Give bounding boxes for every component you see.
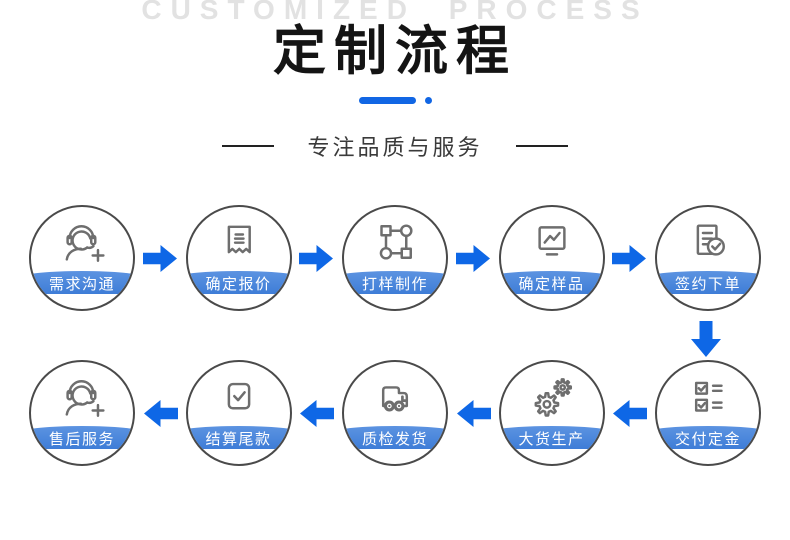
step-circle: 确定报价 [185,205,292,311]
step-circle: 签约下单 [655,205,761,311]
watermark-text: CUSTOMIZED PROCESS [141,0,649,25]
receipt-icon [212,215,266,269]
arrow-left-icon [456,399,491,428]
arrow-left-icon [612,399,648,428]
arrow-down-icon [690,321,722,358]
process-step: 售后服务 [29,360,135,466]
delivery-truck-icon [368,370,422,424]
contract-check-icon [681,215,735,269]
subtitle: 专注品质与服务 [0,130,790,162]
arrow-right-icon [455,244,491,273]
step-label: 确定样品 [500,271,603,294]
sample-monitor-icon [525,215,579,269]
gears-icon [525,370,579,424]
customer-service-icon [55,370,109,424]
prototype-nodes-icon [368,215,422,269]
arrow-left-icon [143,399,178,428]
step-circle: 确定样品 [498,205,605,311]
step-circle: 质检发货 [342,360,448,466]
checkbox-check-icon [212,370,266,424]
deposit-checklist-icon [681,370,735,424]
step-label: 售后服务 [31,426,133,449]
process-step: 质检发货 [342,360,448,466]
step-circle: 售后服务 [29,360,135,466]
process-step: 签约下单 [655,205,761,311]
customer-service-icon [55,215,109,269]
step-label: 签约下单 [657,271,759,294]
step-circle: 交付定金 [655,360,761,466]
process-step: 交付定金 [655,360,761,466]
page-title: 定制流程 [273,22,517,81]
process-step: 大货生产 [498,360,605,466]
title-divider [0,97,790,104]
arrow-right-icon [142,244,178,273]
process-step: 确定样品 [498,205,605,311]
process-step: 结算尾款 [185,360,292,466]
step-circle: 打样制作 [342,205,448,311]
subtitle-line-right [515,145,568,147]
divider-line [358,97,416,104]
step-label: 需求沟通 [31,271,133,294]
step-circle: 结算尾款 [185,360,292,466]
step-circle: 大货生产 [498,360,605,466]
step-label: 大货生产 [500,426,603,449]
process-step: 确定报价 [185,205,292,311]
step-circle: 需求沟通 [29,205,135,311]
step-label: 质检发货 [344,426,446,449]
arrow-right-icon [299,244,334,273]
arrow-right-icon [612,244,647,273]
process-row-2: 交付定金 大货生产 质检发货 结算尾款 售后服务 [29,360,761,466]
step-label: 结算尾款 [187,426,290,449]
subtitle-line-left [222,145,275,147]
step-label: 打样制作 [344,271,446,294]
divider-dot-icon [424,97,432,104]
arrow-left-icon [299,399,335,428]
process-step: 需求沟通 [29,205,135,311]
process-row-1: 需求沟通 确定报价 打样制作 确定样品 签约下单 [29,205,761,311]
step-label: 交付定金 [657,426,759,449]
process-step: 打样制作 [342,205,448,311]
subtitle-text: 专注品质与服务 [307,135,483,160]
step-label: 确定报价 [187,271,290,294]
